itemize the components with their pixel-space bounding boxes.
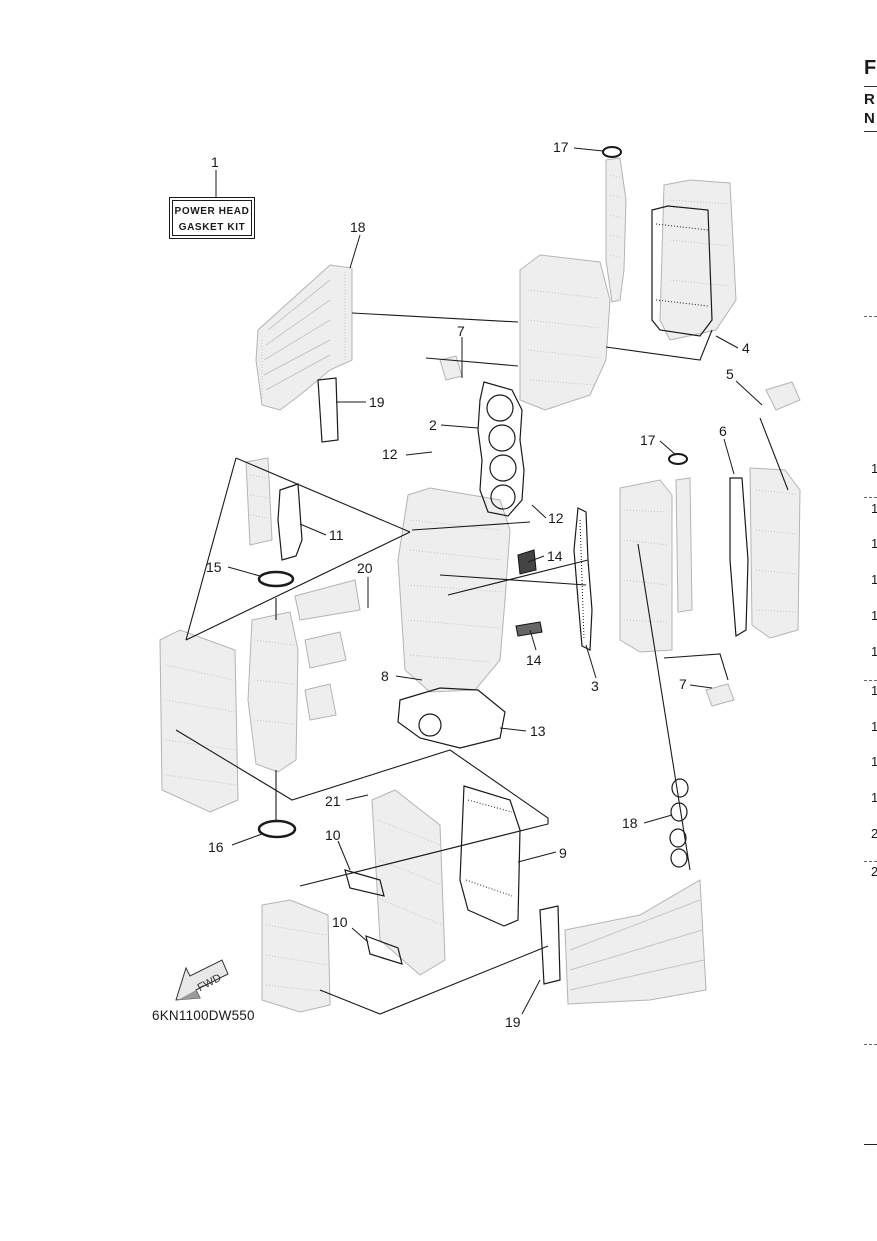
callout-13: 13: [530, 723, 546, 739]
edge-row-divider: [864, 316, 877, 317]
gasket-exhaust-manifold: [277, 483, 303, 561]
gasket-oil-pan: [397, 687, 506, 749]
callout-7: 7: [679, 676, 687, 692]
edge-row-divider: [864, 1044, 877, 1045]
edge-row-number: 1: [871, 644, 877, 659]
cylinder-head-upper: [519, 254, 611, 411]
callout-leaders: [215, 147, 763, 1015]
fwd-arrow: FWD: [175, 959, 229, 1001]
callout-5: 5: [726, 366, 734, 382]
figure-code: 6KN1100DW550: [152, 1008, 255, 1023]
filter-screen-upper: [517, 549, 537, 575]
edge-row-number: 1: [871, 719, 877, 734]
callout-3: 3: [591, 678, 599, 694]
callout-18: 18: [622, 815, 638, 831]
gasket-exhaust-cover-2: [729, 477, 749, 638]
callout-15: 15: [206, 559, 222, 575]
callout-6: 6: [719, 423, 727, 439]
callout-4: 4: [742, 340, 750, 356]
edge-row-number: 1: [871, 683, 877, 698]
callout-19: 19: [369, 394, 385, 410]
callout-14: 14: [526, 652, 542, 668]
callout-19: 19: [505, 1014, 521, 1030]
gasket-head-cover: [651, 205, 713, 337]
callout-7: 7: [457, 323, 465, 339]
edge-bottom-rule: [864, 1144, 877, 1145]
callout-20: 20: [357, 560, 373, 576]
edge-heading-letter-f: F: [864, 57, 877, 79]
gasket-exhaust-cover: [573, 507, 593, 651]
valve-lifter-small: [439, 355, 801, 707]
crankshaft: [247, 579, 361, 773]
exhaust-cover-lower-left: [261, 899, 331, 1013]
edge-row-number: 1: [871, 572, 877, 587]
edge-row-number: 1: [871, 754, 877, 769]
callout-14: 14: [547, 548, 563, 564]
crankcase: [371, 789, 446, 976]
callout-12: 12: [548, 510, 564, 526]
edge-row-number: 1: [871, 501, 877, 516]
oil-seal-upper: [257, 570, 295, 588]
edge-row-number: 1: [871, 790, 877, 805]
callout-8: 8: [381, 668, 389, 684]
cylinder-head-cover-upper: [659, 179, 737, 341]
callout-21: 21: [325, 793, 341, 809]
filter-screen-lower: [515, 621, 543, 637]
gasket-intake: [317, 377, 561, 985]
callout-numbers: 1 18 7 2 12 19 17 4 5 17 6 12 11 14 15 2…: [206, 139, 750, 1030]
callout-9: 9: [559, 845, 567, 861]
edge-row-divider: [864, 497, 877, 498]
cylinder-head-lower-group: [619, 467, 801, 653]
oil-seal-lower: [257, 819, 297, 839]
callout-10: 10: [332, 914, 348, 930]
edge-row-number: 1: [871, 461, 877, 476]
intake-manifold-upper: [255, 264, 353, 411]
edge-row-divider: [864, 861, 877, 862]
edge-row-number: 1: [871, 536, 877, 551]
callout-17: 17: [640, 432, 656, 448]
callout-17: 17: [553, 139, 569, 155]
callout-16: 16: [208, 839, 224, 855]
edge-row-divider: [864, 680, 877, 681]
callout-11: 11: [329, 527, 344, 543]
assembly-lines: [175, 312, 789, 1015]
o-ring-camshaft-lower: [668, 453, 688, 465]
edge-row-number: 1: [871, 608, 877, 623]
edge-row-number: 2: [871, 864, 877, 879]
gasket-cylinder-head: [477, 381, 525, 517]
exhaust-cover-small: [245, 457, 273, 546]
kit-label-line-1: POWER HEAD: [174, 206, 250, 217]
callout-1: 1: [211, 154, 219, 170]
o-ring-camshaft-upper: [602, 146, 622, 158]
gasket-crankcase-cover: [459, 785, 521, 927]
edge-heading-letter-r: R: [864, 91, 875, 108]
edge-row-number: 2: [871, 826, 877, 841]
edge-heading-rule: [864, 86, 877, 87]
edge-heading-rule-2: [864, 131, 877, 132]
cylinder-block: [397, 487, 511, 693]
kit-label-line-2: GASKET KIT: [178, 222, 246, 233]
intake-silencer-left: [159, 629, 239, 813]
callout-2: 2: [429, 417, 437, 433]
callout-12: 12: [382, 446, 398, 462]
camshaft-upper: [605, 157, 627, 303]
callout-10: 10: [325, 827, 341, 843]
callout-18: 18: [350, 219, 366, 235]
gasket-silencer: [344, 869, 403, 965]
intake-manifold-lower: [564, 879, 707, 1005]
edge-heading-letter-n: N: [864, 110, 875, 127]
o-ring-stack: [669, 778, 689, 868]
power-head-gasket-kit-label: POWER HEAD GASKET KIT: [169, 197, 255, 239]
